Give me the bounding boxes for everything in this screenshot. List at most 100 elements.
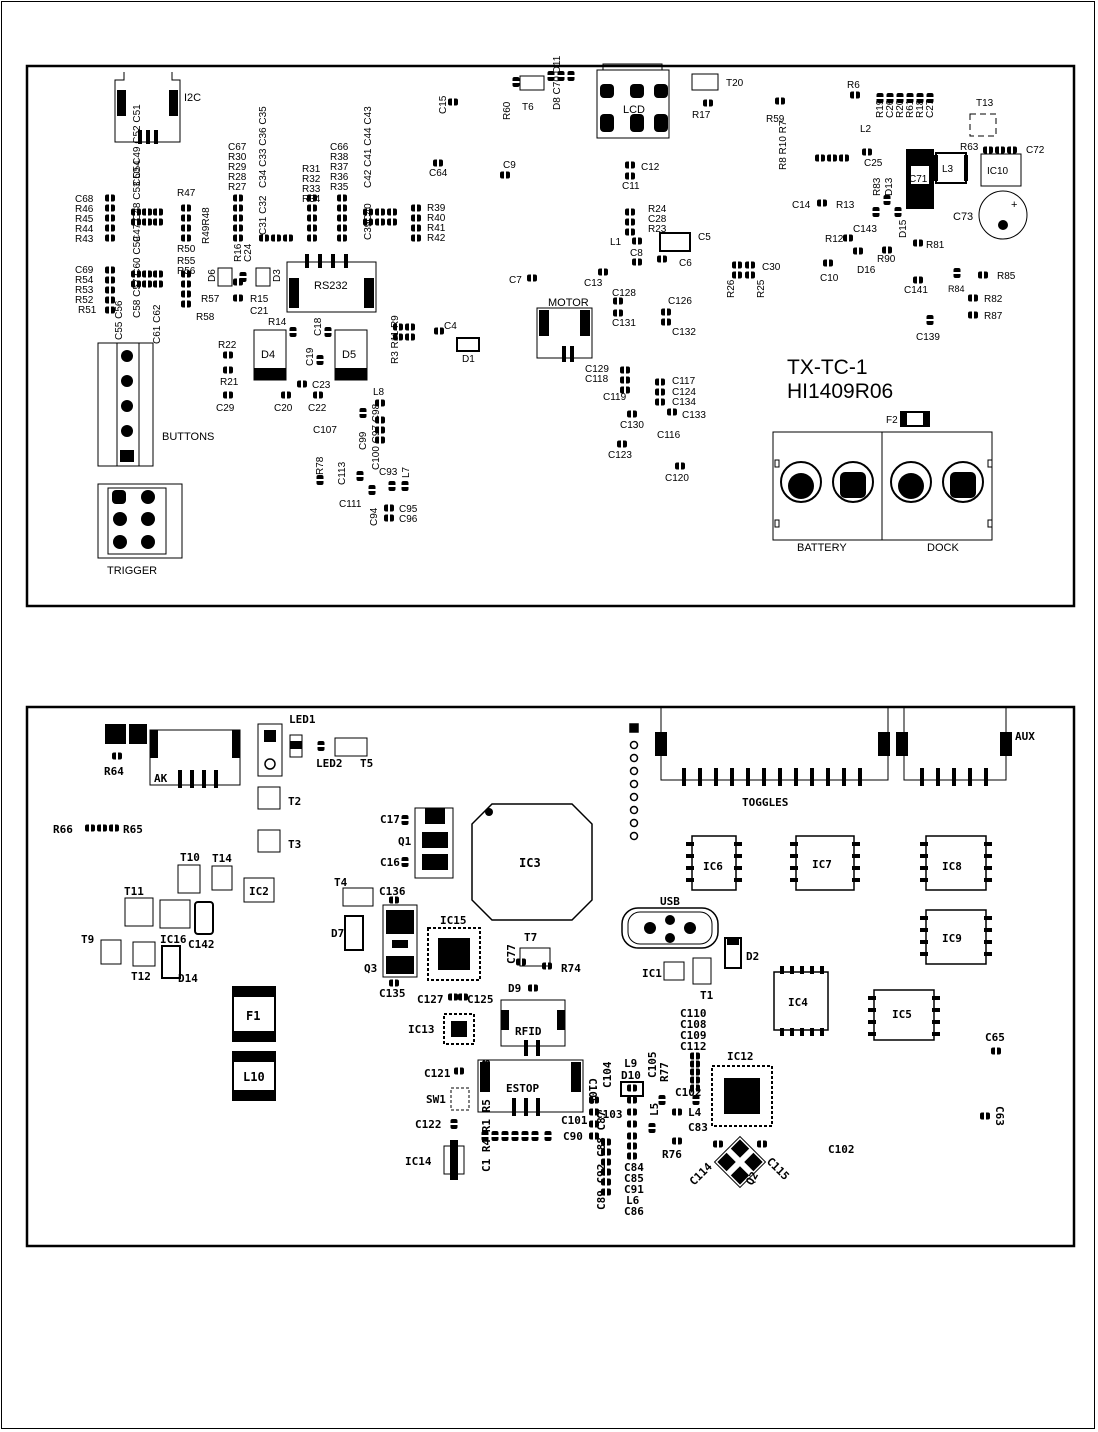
svg-text:D3: D3: [272, 269, 283, 282]
svg-text:R57: R57: [201, 294, 220, 305]
svg-text:LED1: LED1: [289, 713, 316, 726]
svg-text:R19: R19: [875, 99, 886, 118]
svg-text:C47 C48 C53 C54: C47 C48 C53 C54: [132, 160, 143, 242]
svg-text:R58: R58: [196, 312, 215, 323]
svg-text:C39C40: C39C40: [363, 203, 374, 240]
q3-mosfet: [382, 904, 418, 978]
svg-text:R85: R85: [997, 271, 1016, 282]
dock-connector: DOCK: [881, 431, 993, 554]
svg-text:C6: C6: [679, 258, 692, 269]
svg-text:C18: C18: [313, 317, 324, 336]
bottom-board-outline: [25, 705, 1076, 1248]
t14-transistor: [211, 865, 233, 891]
svg-text:C93: C93: [379, 467, 398, 478]
battery-connector: BATTERY: [772, 431, 883, 554]
motor-connector: MOTOR: [536, 297, 593, 362]
svg-text:C55 C56: C55 C56: [114, 300, 125, 340]
svg-text:C133: C133: [682, 410, 706, 421]
svg-text:R27: R27: [228, 182, 247, 193]
svg-text:R20: R20: [895, 99, 906, 118]
svg-text:IC7: IC7: [812, 858, 832, 871]
svg-text:C136: C136: [379, 885, 406, 898]
t20-transistor: [691, 73, 719, 91]
d4-diode: D4: [253, 329, 287, 381]
toggles-connector: TOGGLES: [655, 708, 890, 809]
d3-diode: [255, 267, 271, 287]
svg-text:C102: C102: [828, 1143, 855, 1156]
svg-text:D1: D1: [462, 354, 475, 365]
svg-text:R53: R53: [75, 285, 94, 296]
svg-text:C28: C28: [648, 214, 667, 225]
t12-transistor: [132, 941, 156, 967]
ic15-chip: IC15: [427, 914, 481, 981]
svg-text:C119: C119: [603, 392, 627, 403]
svg-text:IC10: IC10: [987, 166, 1009, 177]
ic7-chip: IC7: [790, 835, 860, 891]
svg-text:F2: F2: [886, 415, 898, 426]
trigger-connector: TRIGGER: [97, 483, 183, 577]
svg-text:R18: R18: [915, 99, 926, 118]
d1-diode: [456, 337, 480, 352]
svg-text:T1: T1: [700, 989, 714, 1002]
svg-text:C104: C104: [601, 1061, 614, 1088]
svg-text:C29: C29: [216, 403, 235, 414]
svg-text:R36: R36: [330, 172, 349, 183]
ic5-chip: IC5: [868, 989, 940, 1041]
svg-text:Q2: Q2: [743, 1170, 761, 1188]
svg-text:C68: C68: [75, 194, 94, 205]
svg-text:T6: T6: [522, 102, 534, 113]
svg-text:R54: R54: [75, 275, 94, 286]
svg-text:T12: T12: [131, 970, 151, 983]
svg-text:L8: L8: [373, 387, 385, 398]
l3-inductor: L3: [934, 152, 968, 184]
svg-text:C66: C66: [330, 142, 349, 153]
svg-text:R23: R23: [648, 224, 667, 235]
svg-text:T5: T5: [360, 757, 373, 770]
svg-text:T10: T10: [180, 851, 200, 864]
t11-transistor: [124, 897, 154, 927]
svg-text:R81: R81: [926, 240, 945, 251]
svg-text:R33: R33: [302, 184, 321, 195]
d6-diode: [217, 267, 233, 287]
lcd-connector: LCD: [596, 63, 670, 139]
svg-text:C30: C30: [762, 262, 781, 273]
svg-text:C5: C5: [698, 232, 711, 243]
bottom-board-labels: R64 LED2 T5 T2 T3 R66 R65 T10 T14 IC2 T1…: [53, 757, 1006, 1218]
lcd-label: LCD: [623, 104, 645, 116]
d7-diode: [344, 915, 364, 951]
svg-text:C69: C69: [75, 265, 94, 276]
svg-text:C110: C110: [680, 1007, 707, 1020]
svg-text:T11: T11: [124, 885, 144, 898]
svg-text:C72: C72: [1026, 145, 1045, 156]
d5-diode: D5: [334, 329, 368, 381]
svg-text:LED2: LED2: [316, 757, 343, 770]
svg-text:L6: L6: [626, 1194, 640, 1207]
svg-text:R14: R14: [268, 317, 287, 328]
svg-text:R63: R63: [960, 142, 979, 153]
svg-text:R26: R26: [726, 279, 737, 298]
svg-text:C58 C57 C60 C59: C58 C57 C60 C59: [132, 236, 143, 318]
left-resistor-array-1: [105, 194, 191, 242]
svg-text:C90: C90: [563, 1130, 583, 1143]
header-pin-column: [629, 723, 639, 841]
svg-text:C26: C26: [885, 99, 896, 118]
rfid-connector: RFID: [500, 999, 566, 1056]
top-board-labels: T6 T20 T13 R17 R59 R6 R60 D8 C70 D11 R19…: [75, 55, 1045, 526]
svg-text:R50: R50: [177, 244, 196, 255]
svg-text:IC9: IC9: [942, 932, 962, 945]
svg-text:IC6: IC6: [703, 860, 723, 873]
estop-connector: ESTOP: [477, 1059, 584, 1116]
svg-text:C4: C4: [444, 321, 457, 332]
ic14-chip: [443, 1140, 465, 1180]
t5-transistor: [334, 737, 368, 757]
svg-text:T4: T4: [334, 876, 348, 889]
svg-text:R15: R15: [250, 294, 269, 305]
svg-text:C94: C94: [369, 507, 380, 526]
toggles-label: TOGGLES: [742, 796, 788, 809]
svg-text:C86: C86: [624, 1205, 644, 1218]
svg-text:C108: C108: [680, 1018, 707, 1031]
svg-text:C71: C71: [909, 174, 928, 185]
buttons-label: BUTTONS: [162, 431, 214, 443]
svg-text:IC14: IC14: [405, 1155, 432, 1168]
